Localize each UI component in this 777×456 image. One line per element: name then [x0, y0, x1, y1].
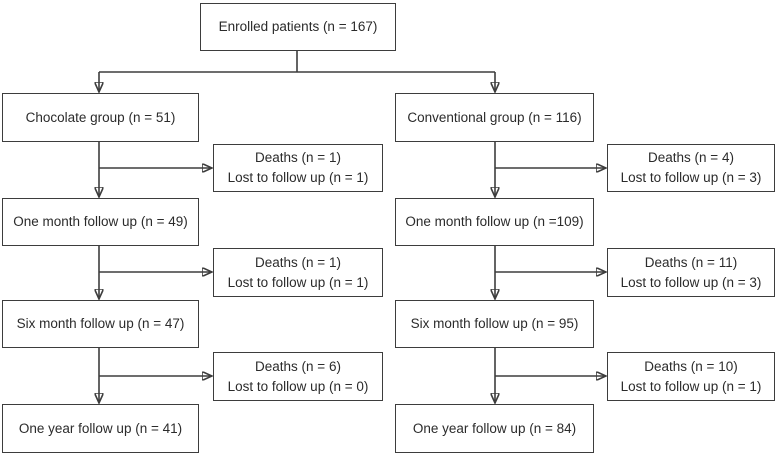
- left-dropout-box-3: Deaths (n = 6) Lost to follow up (n = 0): [213, 352, 383, 401]
- right-one-year-followup-box: One year follow up (n = 84): [395, 404, 594, 453]
- right-dropout-box-2: Deaths (n = 11) Lost to follow up (n = 3…: [607, 248, 775, 297]
- chocolate-group-box: Chocolate group (n = 51): [2, 93, 199, 142]
- right-one-month-followup-label: One month follow up (n =109): [405, 214, 584, 230]
- conventional-group-box: Conventional group (n = 116): [395, 93, 594, 142]
- right-one-month-followup-box: One month follow up (n =109): [395, 198, 594, 246]
- left-dropout-3-deaths: Deaths (n = 6): [255, 358, 341, 374]
- left-dropout-1-lost: Lost to follow up (n = 1): [227, 170, 369, 185]
- right-one-year-followup-label: One year follow up (n = 84): [412, 420, 577, 436]
- chocolate-group-label: Chocolate group (n = 51): [25, 109, 176, 125]
- left-dropout-2-deaths: Deaths (n = 1): [255, 254, 341, 270]
- right-six-month-followup-label: Six month follow up (n = 95): [410, 316, 579, 332]
- right-dropout-1-lost: Lost to follow up (n = 3): [620, 170, 762, 185]
- conventional-group-label: Conventional group (n = 116): [407, 109, 582, 125]
- right-dropout-1-deaths: Deaths (n = 4): [648, 150, 734, 166]
- right-dropout-2-lost: Lost to follow up (n = 3): [620, 274, 762, 290]
- left-dropout-3-lost: Lost to follow up (n = 0): [227, 378, 369, 394]
- left-one-month-followup-box: One month follow up (n = 49): [2, 198, 199, 246]
- right-dropout-3-deaths: Deaths (n = 10): [644, 358, 738, 374]
- right-dropout-3-lost: Lost to follow up (n = 1): [620, 378, 762, 394]
- left-six-month-followup-box: Six month follow up (n = 47): [2, 300, 199, 348]
- right-six-month-followup-box: Six month follow up (n = 95): [395, 300, 594, 348]
- right-dropout-box-3: Deaths (n = 10) Lost to follow up (n = 1…: [607, 352, 775, 401]
- enrolled-patients-box: Enrolled patients (n = 167): [200, 3, 396, 51]
- left-dropout-2-lost: Lost to follow up (n = 1): [227, 274, 369, 290]
- left-dropout-box-2: Deaths (n = 1) Lost to follow up (n = 1): [213, 248, 383, 297]
- left-six-month-followup-label: Six month follow up (n = 47): [16, 316, 185, 332]
- left-dropout-box-1: Deaths (n = 1) Lost to follow up (n = 1): [213, 144, 383, 192]
- left-one-year-followup-label: One year follow up (n = 41): [18, 420, 183, 436]
- left-one-month-followup-label: One month follow up (n = 49): [13, 214, 188, 230]
- right-dropout-2-deaths: Deaths (n = 11): [644, 254, 738, 270]
- left-dropout-1-deaths: Deaths (n = 1): [255, 150, 341, 166]
- enrolled-patients-label: Enrolled patients (n = 167): [218, 19, 378, 35]
- right-dropout-box-1: Deaths (n = 4) Lost to follow up (n = 3): [607, 144, 775, 192]
- left-one-year-followup-box: One year follow up (n = 41): [2, 404, 199, 453]
